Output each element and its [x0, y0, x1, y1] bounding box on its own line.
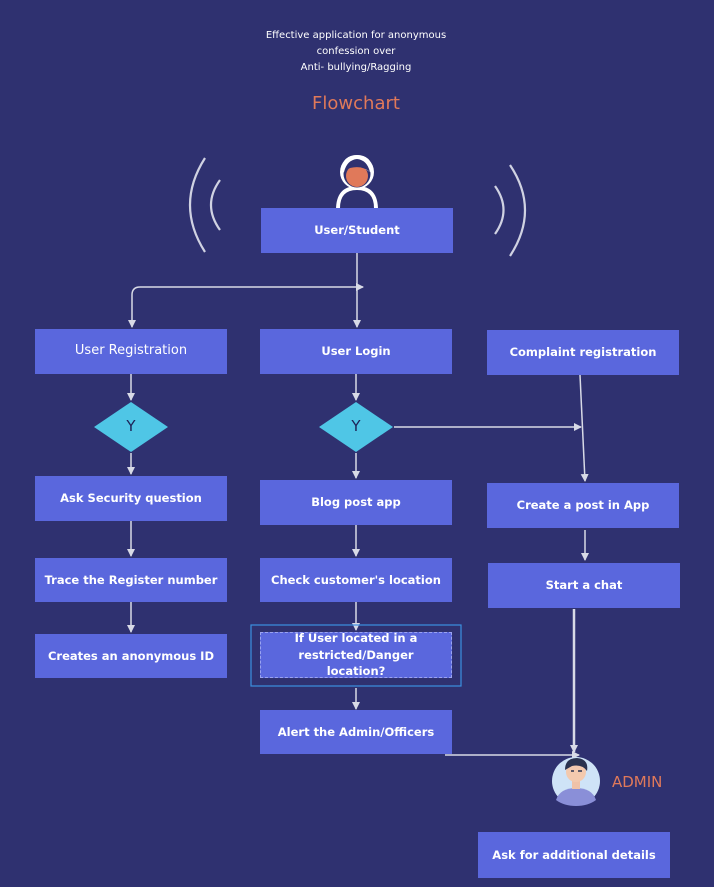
connectors	[127, 253, 589, 759]
subtitle-line-1: Effective application for anonymous	[265, 30, 447, 41]
decision-diamond-mid	[319, 402, 393, 452]
node-user-login: User Login	[260, 329, 452, 374]
node-alert-admin: Alert the Admin/Officers	[260, 710, 452, 754]
node-restricted-location-question: If User located in a restricted/Danger l…	[260, 631, 452, 679]
subtitle-line-3: Anti- bullying/Ragging	[300, 62, 412, 73]
admin-label: ADMIN	[612, 773, 663, 791]
node-user-student: User/Student	[261, 208, 453, 253]
node-ask-security-question: Ask Security question	[35, 476, 227, 521]
node-start-chat: Start a chat	[488, 563, 680, 608]
admin-avatar-icon	[552, 757, 600, 806]
node-check-location: Check customer's location	[260, 558, 452, 602]
restricted-line-1: If User located in a	[294, 631, 418, 645]
node-ask-additional-details: Ask for additional details	[478, 832, 670, 878]
node-create-post: Create a post in App	[487, 483, 679, 528]
signal-waves-icon	[189, 157, 526, 257]
page-title: Flowchart	[312, 93, 400, 114]
decision-label-left: Y	[126, 417, 136, 435]
node-complaint-registration: Complaint registration	[487, 330, 679, 375]
selection-frame	[250, 624, 462, 687]
node-creates-anonymous-id: Creates an anonymous ID	[35, 634, 227, 678]
user-icon	[336, 155, 378, 210]
decision-diamond-left	[94, 402, 168, 452]
subtitle-line-2: confession over	[316, 46, 396, 57]
node-trace-register-number: Trace the Register number	[35, 558, 227, 602]
decision-label-mid: Y	[351, 417, 361, 435]
node-user-registration: User Registration	[35, 329, 227, 374]
restricted-line-2: restricted/Danger location?	[298, 647, 414, 679]
node-blog-post-app: Blog post app	[260, 480, 452, 525]
